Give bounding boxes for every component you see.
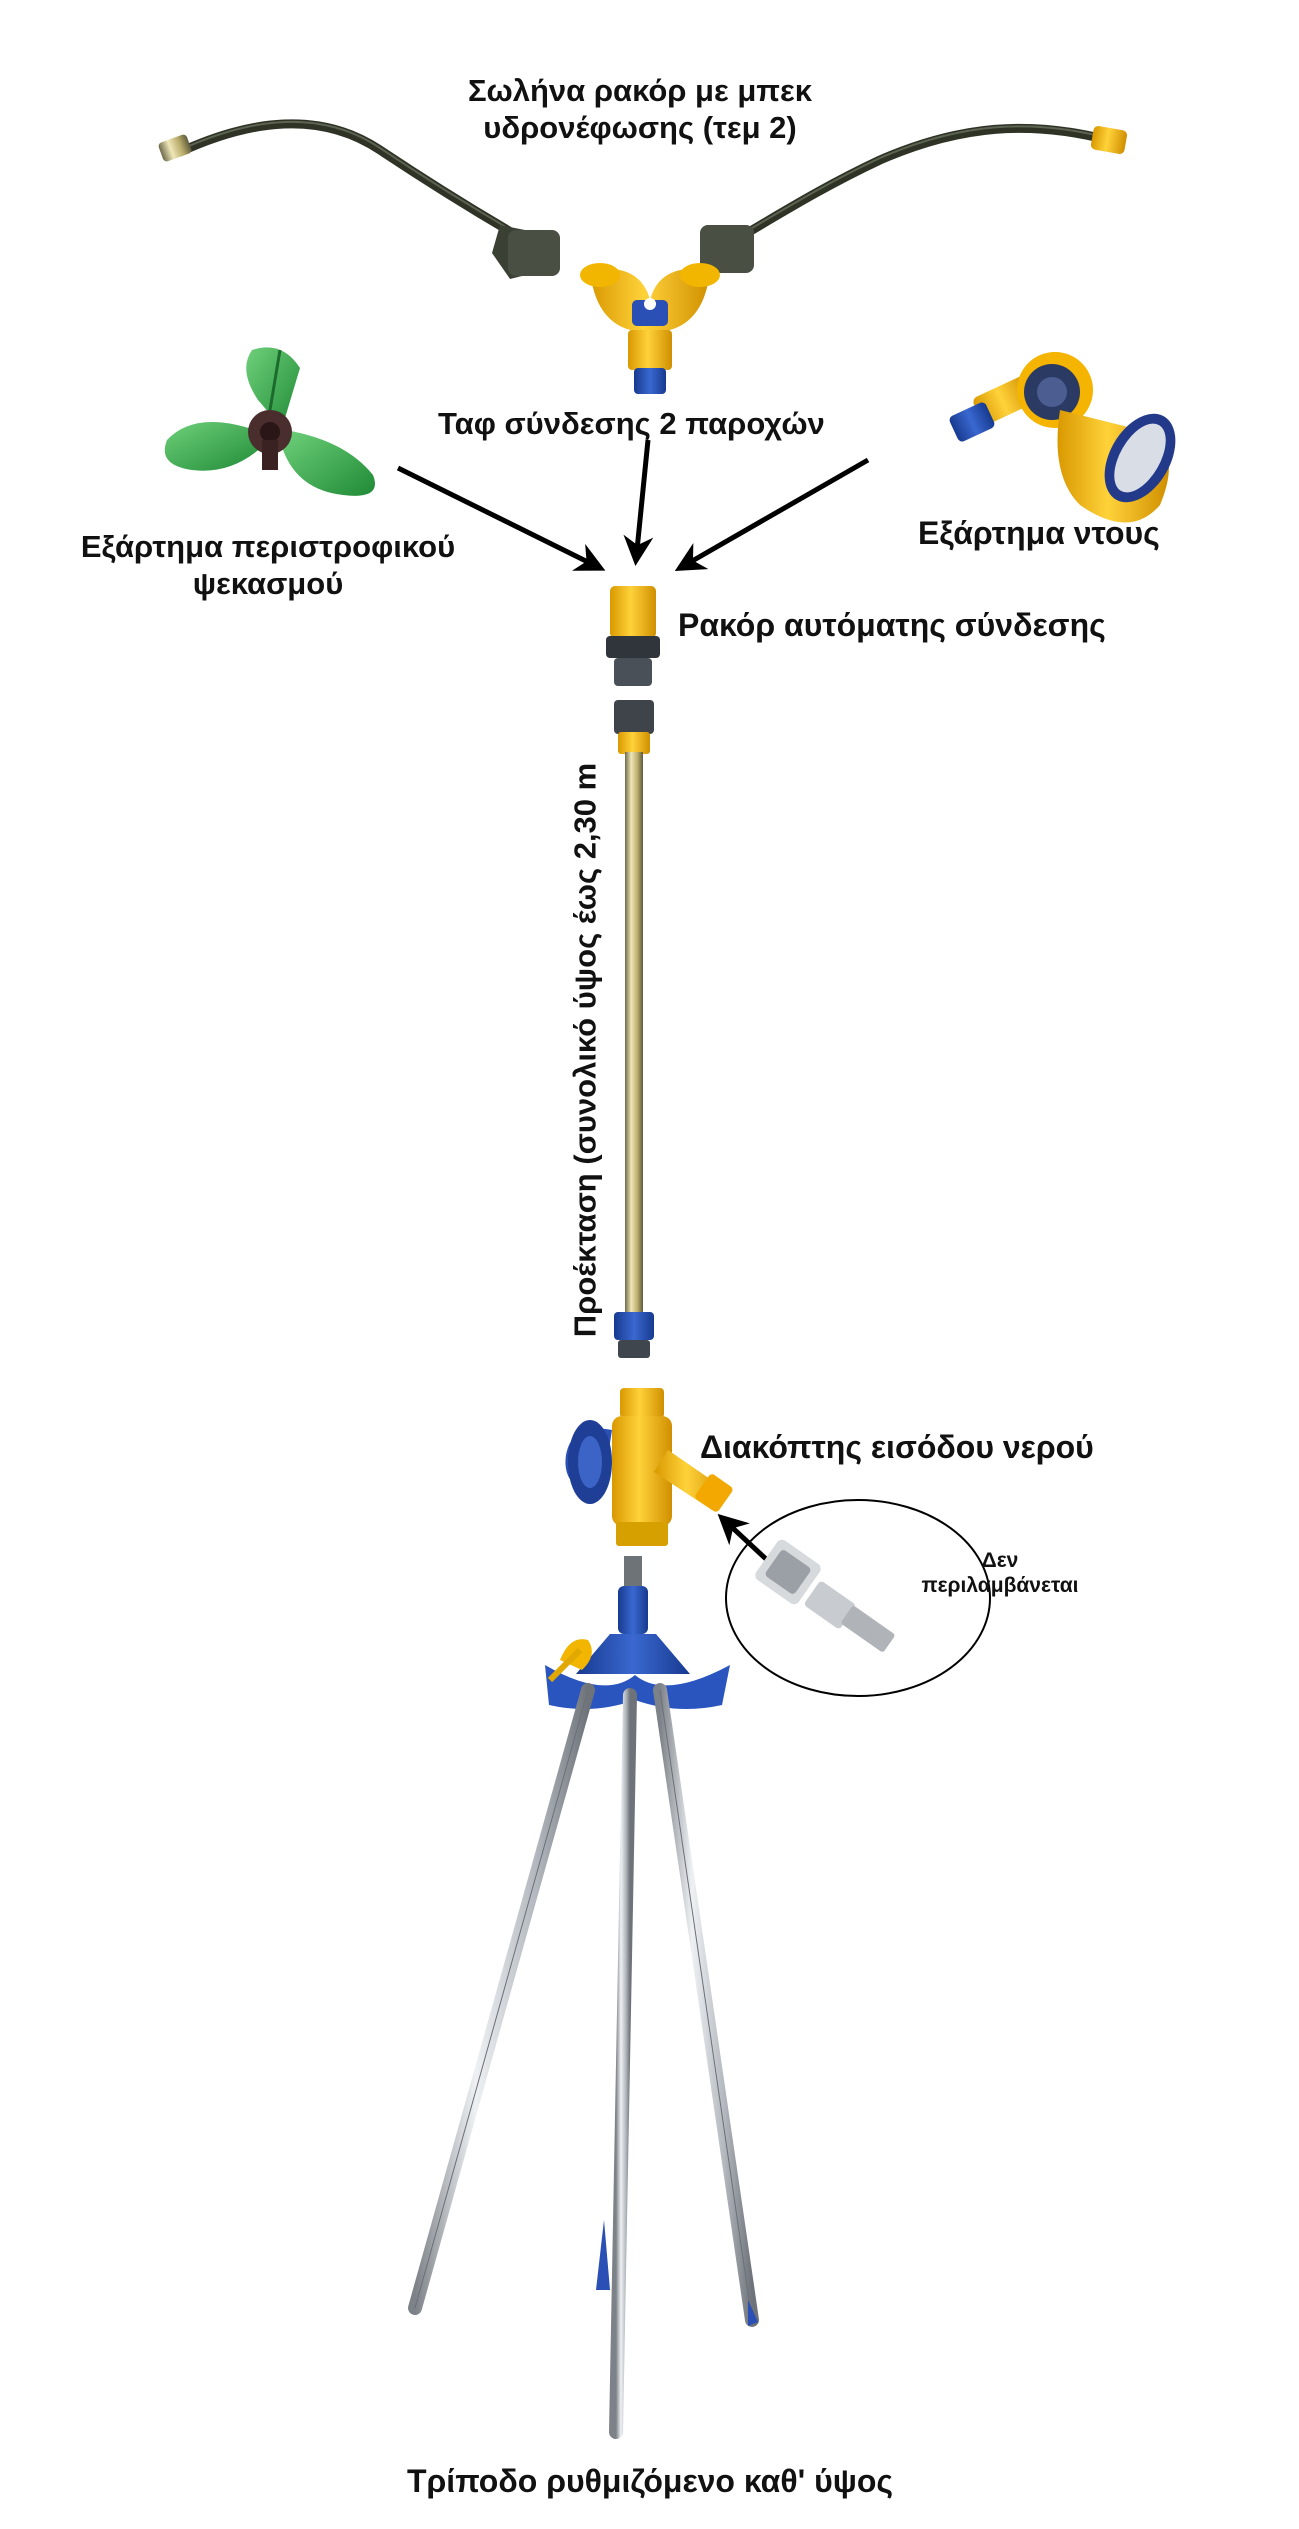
quick-connector-label: Ρακόρ αυτόματης σύνδεσης [678,607,1106,643]
not-included-group [717,1499,991,1697]
rotary-sprinkler-label: Εξάρτημα περιστροφικού ψεκασμού [28,528,508,602]
hose-pair-label-line1: Σωλήνα ρακόρ με μπεκ [467,73,813,108]
not-included-label-line1: Δεν [981,1549,1019,1572]
extension-pole-part [614,700,654,1358]
hose-pair-label: Σωλήνα ρακόρ με μπεκ υδρονέφωσης (τεμ 2) [410,72,870,146]
tripod-part [408,1556,759,2439]
not-included-label-line2: περιλαμβάνεται [921,1574,1079,1598]
shower-nozzle-part [949,352,1176,523]
y-connector-part [580,263,720,394]
hose-right [700,123,1128,273]
not-included-label: Δεν περιλαμβάνεται [900,1548,1100,1598]
arrows-to-connector [396,439,870,571]
shower-nozzle-label: Εξάρτημα ντους [918,515,1160,551]
inlet-valve-label: Διακόπτης εισόδου νερού [700,1429,1094,1465]
hose-left [158,119,560,279]
rotary-sprinkler-part [164,347,375,496]
tripod-label: Τρίποδο ρυθμιζόμενο καθ' ύψος [406,2463,894,2499]
quick-connector-part [606,586,660,686]
y-connector-label: Ταφ σύνδεσης 2 παροχών [438,406,825,441]
rotary-sprinkler-label-line1: Εξάρτημα περιστροφικού [80,529,456,564]
extension-label: Προέκταση (συνολικό ύψος έως 2,30 m [567,762,603,1338]
inlet-valve-part [565,1388,733,1546]
hose-pair-label-line2: υδρονέφωσης (τεμ 2) [483,110,797,146]
rotary-sprinkler-label-line2: ψεκασμού [192,566,344,602]
